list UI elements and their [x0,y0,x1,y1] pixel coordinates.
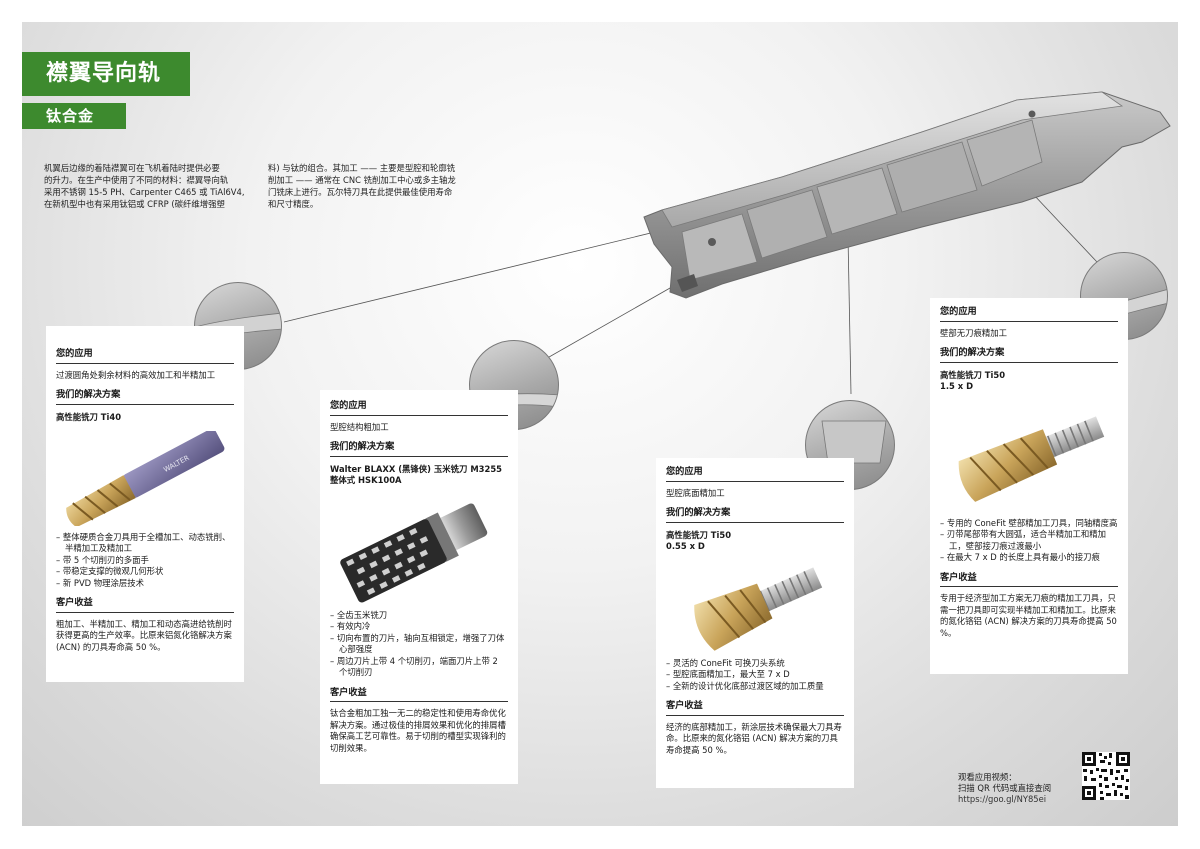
intro-line: 机翼后边缘的着陆襟翼可在飞机着陆时提供必要 [44,163,220,173]
feature-list: 专用的 ConeFit 壁部精加工刀具，同轴精度高 刃带尾部带有大圆弧，适合半精… [940,518,1118,564]
app-text: 型腔结构粗加工 [330,421,389,432]
intro-line: 料) 与钛的组合。其加工 —— 主要是型腔和轮廓铣 [268,163,456,173]
feature-item: 整体硬质合金刀具用于全槽加工、动态铣削、半精加工及精加工 [56,532,234,555]
benefit-heading: 客户收益 [666,700,844,716]
part-illustration [283,91,1171,395]
video-url[interactable]: https://goo.gl/NY85ei [958,794,1047,804]
feature-item: 带 5 个切削刃的多面手 [56,555,234,567]
product-name: 高性能铣刀 Ti50 0.55 x D [666,529,732,551]
app-text: 壁部无刀痕精加工 [940,327,1007,338]
app-heading: 您的应用 [56,348,234,364]
intro-column-2: 料) 与钛的组合。其加工 —— 主要是型腔和轮廓铣 削加工 —— 通常在 CNC… [268,162,456,210]
feature-item: 有效内冷 [330,621,508,633]
solution-heading: 我们的解决方案 [56,389,234,405]
product-name: Walter BLAXX (黑锋侠) 玉米铣刀 M3255 整体式 HSK100… [330,463,502,485]
application-panel-4: 您的应用 壁部无刀痕精加工 我们的解决方案 高性能铣刀 Ti50 1.5 x D… [930,298,1128,674]
benefit-text: 专用于经济型加工方案无刀痕的精加工刀具，只需一把刀具即可实现半精加工和精加工。比… [940,593,1117,638]
intro-line: 在新机型中也有采用钛铝或 CFRP (碳纤维增强塑 [44,199,225,209]
end-mill-ti50-floor-image [694,566,823,651]
corn-mill-blaxx-image [340,502,488,603]
application-panel-3: 您的应用 型腔底面精加工 我们的解决方案 高性能铣刀 Ti50 0.55 x D… [656,458,854,788]
application-panel-2: 您的应用 型腔结构粗加工 我们的解决方案 Walter BLAXX (黑锋侠) … [320,390,518,784]
page-title: 襟翼导向轨 [22,52,190,96]
benefit-heading: 客户收益 [330,687,508,702]
feature-item: 专用的 ConeFit 壁部精加工刀具，同轴精度高 [940,518,1118,530]
benefit-text: 经济的底部精加工，新涂层技术确保最大刀具寿命。比原来的氮化铬铝 (ACN) 解决… [666,721,842,755]
qr-code-icon[interactable] [1082,752,1130,800]
solution-heading: 我们的解决方案 [666,507,844,523]
feature-item: 型腔底面精加工，最大至 7 x D [666,669,844,681]
app-text: 过渡圆角处剩余材料的高效加工和半精加工 [56,369,216,380]
benefit-heading: 客户收益 [56,597,234,613]
product-name: 高性能铣刀 Ti40 [56,411,122,422]
solution-heading: 我们的解决方案 [330,441,508,457]
intro-line: 和尺寸精度。 [268,199,319,209]
feature-item: 新 PVD 物理涂层技术 [56,578,234,590]
intro-line: 采用不锈钢 15-5 PH、Carpenter C465 或 TiAl6V4, [44,187,245,197]
benefit-heading: 客户收益 [940,572,1118,587]
feature-item: 周边刀片上带 4 个切削刃，端面刀片上带 2 个切削刃 [330,656,508,679]
application-panel-1: 您的应用 过渡圆角处剩余材料的高效加工和半精加工 我们的解决方案 高性能铣刀 T… [46,326,244,682]
intro-line: 削加工 —— 通常在 CNC 铣削加工中心或多主轴龙 [268,175,456,185]
video-caption: 观看应用视频： 扫描 QR 代码或直接查阅 https://goo.gl/NY8… [958,772,1051,805]
feature-item: 全齿玉米铣刀 [330,610,508,622]
video-line-1: 观看应用视频： [958,772,1017,782]
feature-item: 刃带尾部带有大圆弧，适合半精加工和精加工，壁部接刀痕过渡最小 [940,529,1118,552]
intro-line: 门铣床上进行。瓦尔特刀具在此提供最佳使用寿命 [268,187,453,197]
flap-guide-rail [643,91,1171,299]
end-mill-ti40-image: WALTER [66,430,225,526]
video-line-2: 扫描 QR 代码或直接查阅 [958,783,1052,793]
app-heading: 您的应用 [330,400,508,416]
solution-heading: 我们的解决方案 [940,347,1118,363]
benefit-text: 钛合金粗加工独一无二的稳定性和使用寿命优化解决方案。通过极佳的排屑效果和优化的排… [330,708,506,753]
feature-item: 带稳定支撑的微观几何形状 [56,566,234,578]
feature-item: 灵活的 ConeFit 可换刀头系统 [666,658,844,670]
benefit-text: 粗加工、半精加工、精加工和动态高进给铣削时获得更高的生产效率。比原来铝氮化铬解决… [56,618,232,652]
page-subtitle: 钛合金 [22,103,126,129]
feature-list: 整体硬质合金刀具用于全槽加工、动态铣削、半精加工及精加工 带 5 个切削刃的多面… [56,532,234,590]
feature-list: 全齿玉米铣刀 有效内冷 切向布置的刀片，轴向互相锁定，增强了刀体心部强度 周边刀… [330,610,508,679]
intro-line: 的升力。在生产中使用了不同的材料：襟翼导向轨 [44,175,229,185]
end-mill-ti50-wall-image [958,415,1105,502]
feature-item: 全新的设计优化底部过渡区域的加工质量 [666,681,844,693]
feature-item: 在最大 7 x D 的长度上具有最小的接刀痕 [940,552,1118,564]
intro-column-1: 机翼后边缘的着陆襟翼可在飞机着陆时提供必要 的升力。在生产中使用了不同的材料：襟… [44,162,245,210]
feature-item: 切向布置的刀片，轴向互相锁定，增强了刀体心部强度 [330,633,508,656]
app-heading: 您的应用 [940,306,1118,322]
app-text: 型腔底面精加工 [666,487,725,498]
feature-list: 灵活的 ConeFit 可换刀头系统 型腔底面精加工，最大至 7 x D 全新的… [666,658,844,693]
product-name: 高性能铣刀 Ti50 1.5 x D [940,369,1006,391]
app-heading: 您的应用 [666,466,844,482]
